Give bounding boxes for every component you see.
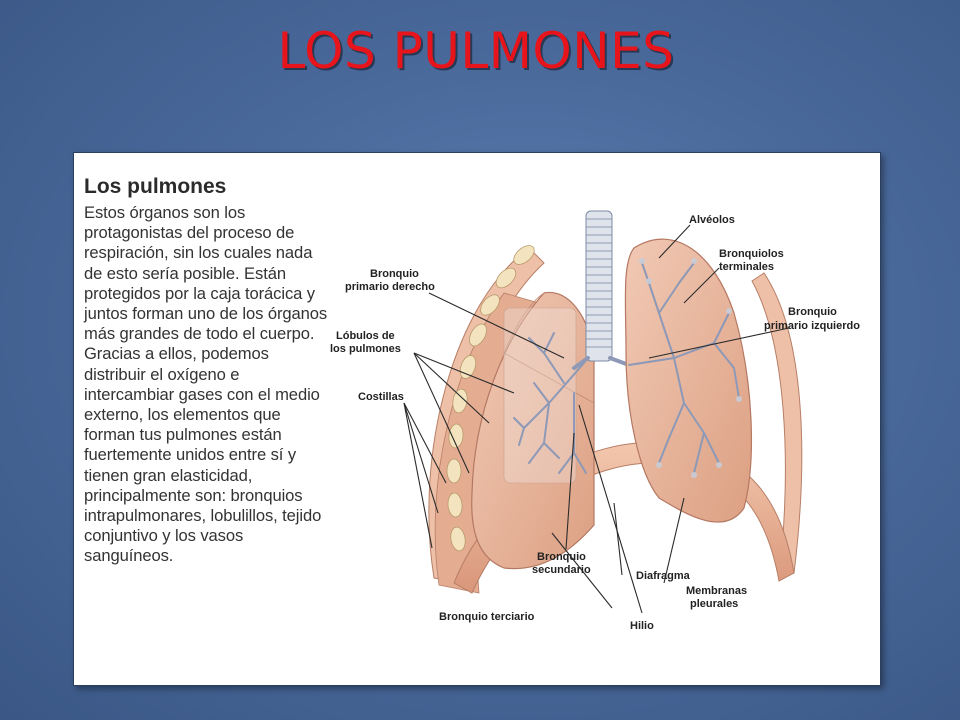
- label-bronquio-derecho-2: primario derecho: [345, 281, 435, 293]
- label-bronquio-izquierdo-2: primario izquierdo: [764, 320, 860, 332]
- slide-title: LOS PULMONES: [277, 22, 675, 80]
- label-lobulos-1: Lóbulos de: [336, 330, 395, 342]
- right-lung: [471, 291, 595, 570]
- label-diafragma: Diafragma: [636, 570, 691, 582]
- label-costillas: Costillas: [358, 391, 404, 403]
- label-bronquio-izquierdo-1: Bronquio: [788, 306, 837, 318]
- intro-text-block: Los pulmones Estos órganos son los prota…: [84, 175, 332, 567]
- label-pointers: [403, 224, 790, 614]
- content-panel: Los pulmones Estos órganos son los prota…: [73, 152, 881, 686]
- label-bronquiolos-1: Bronquiolos: [719, 248, 784, 260]
- label-hilio: Hilio: [630, 620, 654, 632]
- left-bronchial-tree: [628, 262, 740, 474]
- label-bronquio-derecho-1: Bronquio: [370, 268, 419, 280]
- diagram-labels: Alvéolos Bronquiolos terminales Bronquio…: [330, 214, 860, 632]
- label-membranas-1: Membranas: [686, 585, 747, 597]
- rib-ends: [446, 245, 535, 552]
- label-bronquio-terciario: Bronquio terciario: [439, 611, 535, 623]
- intro-heading: Los pulmones: [84, 175, 227, 198]
- alveoli-clusters: [639, 258, 742, 478]
- left-lung: [624, 238, 753, 523]
- label-lobulos-2: los pulmones: [330, 343, 401, 355]
- intro-paragraph: Estos órganos son los protagonistas del …: [84, 203, 328, 566]
- label-bronquio-secundario-1: Bronquio: [537, 551, 586, 563]
- label-membranas-2: pleurales: [690, 598, 738, 610]
- lung-anatomy-diagram: Alvéolos Bronquiolos terminales Bronquio…: [330, 210, 860, 632]
- label-bronquio-secundario-2: secundario: [532, 564, 591, 576]
- ribcage: [428, 245, 803, 594]
- label-alveolos: Alvéolos: [689, 214, 735, 226]
- label-bronquiolos-2: terminales: [719, 261, 774, 273]
